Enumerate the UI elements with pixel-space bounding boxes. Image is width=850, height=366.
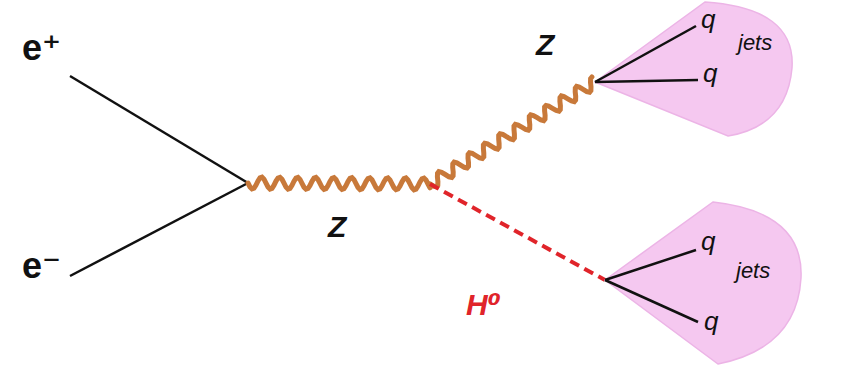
jets-label: jets (736, 260, 770, 282)
quark-label: q (704, 308, 718, 334)
z-label: Z (328, 212, 346, 242)
positron-line (70, 76, 248, 183)
quark-line (605, 250, 696, 280)
cone-outline (590, 0, 805, 140)
cone-shape (595, 2, 792, 136)
cone-outline (598, 198, 810, 366)
quark-label: q (703, 60, 717, 86)
quark-label: q (701, 6, 715, 32)
quark-label: q (701, 228, 715, 254)
jet-cone: qjetsq (590, 0, 805, 140)
quark-line (605, 280, 698, 322)
electron-label: e⁻ (22, 248, 61, 284)
jets-label: jets (738, 32, 772, 54)
z-boson-line (430, 77, 592, 187)
higgs-line (430, 184, 605, 280)
cone-shape (605, 202, 801, 364)
jet-cone: qjetsq (598, 198, 810, 366)
quark-line (595, 26, 696, 82)
electron-line (70, 183, 248, 276)
z-label: Z (536, 30, 554, 60)
quark-line (595, 80, 698, 82)
z-propagator (248, 177, 430, 190)
higgs-label: H⁰ (466, 290, 501, 320)
positron-label: e⁺ (22, 30, 61, 66)
